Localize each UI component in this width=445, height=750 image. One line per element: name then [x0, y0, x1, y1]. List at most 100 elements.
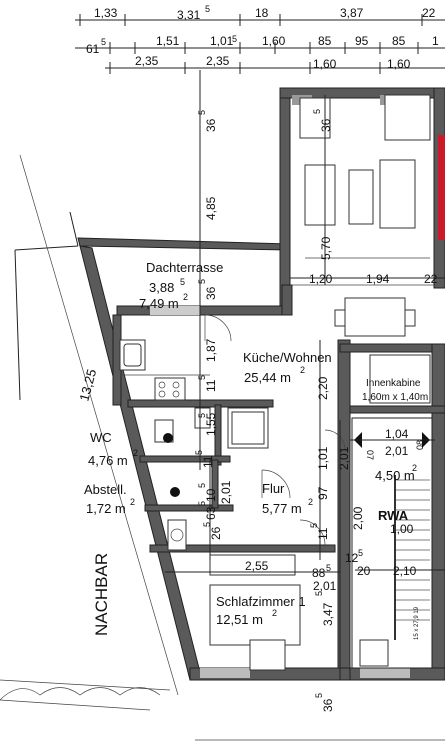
dim-1-20: 1,20 [309, 272, 333, 286]
storage-area-sup: 2 [130, 497, 135, 507]
dim-1-04: 1,04 [385, 427, 409, 441]
dim-2-10: 2,10 [393, 564, 417, 578]
dim-5-f: 5 [194, 450, 204, 455]
terrace-area-sup: 2 [183, 292, 188, 302]
bedroom-label: Schlafzimmer 1 [216, 594, 306, 609]
dim-11-5-b: 11 [201, 455, 215, 468]
wc-area-sup: 2 [133, 448, 138, 458]
dim-5-m: 5 [314, 591, 324, 596]
dim-97: 97 [316, 486, 330, 500]
kitchen-area: 25,44 m [244, 370, 291, 385]
neighbor-label: NACHBAR [92, 553, 111, 636]
dim-2-01-a: 2,01 [385, 444, 409, 458]
dim-36-5-a: 36 [204, 118, 218, 132]
dim-10-5: 10 [204, 488, 218, 502]
storage-area: 1,72 m [86, 501, 126, 516]
hall-area-sup: 2 [308, 497, 313, 507]
dim-r2-7: 85 [318, 34, 332, 48]
dim-r1-3: 5 [205, 4, 210, 14]
dim-1-55: 1,55 [204, 412, 218, 436]
terrace-dimension-sup: 5 [180, 277, 185, 287]
stair-note: 15 x 27,9 19 [414, 606, 420, 640]
dim-2-55: 2,55 [245, 559, 269, 573]
dim-r3-2: 2,35 [206, 54, 230, 68]
dim-2-20: 2,20 [316, 376, 330, 400]
bedroom-area: 12,51 m [216, 612, 263, 627]
dim-88: 88 [312, 566, 326, 580]
dim-r2-10: 1 [432, 34, 439, 48]
dim-36-5-d: 36 [321, 698, 335, 712]
cabin-label: Innenkabine [366, 378, 421, 389]
dim-r1-1: 1,33 [94, 6, 118, 20]
dim-r1-5: 3,87 [340, 6, 364, 20]
dim-2-00: 2,00 [351, 506, 365, 530]
dim-5-i: 5 [309, 523, 319, 528]
stairwell [351, 354, 433, 669]
dim-r2-1: 61 [86, 42, 100, 56]
dim-3-47: 3,47 [321, 602, 335, 626]
dim-1-00: 1,00 [390, 522, 414, 536]
dim-22: 22 [424, 272, 438, 286]
dim-2-01-c: 2,01 [219, 480, 233, 504]
dim-63: 63 [204, 506, 218, 520]
dim-5-b: 5 [312, 109, 322, 114]
inner-dimension-texts: 36 5 36 5 4,85 5,70 1,20 1,94 22 36 5 1,… [76, 109, 437, 712]
hall-label: Flur [262, 481, 285, 496]
terrace-label: Dachterrasse [146, 260, 223, 275]
dim-r1-2: 3,31 [177, 8, 201, 22]
top-dimension-lines: 1,33 3,31 5 18 3,87 22 61 5 1,51 1,01 5 … [75, 4, 445, 74]
dim-5-e: 5 [197, 413, 207, 418]
dim-5-n: 5 [314, 693, 324, 698]
dim-11-5-c: 11 [316, 527, 330, 540]
stair-area: 4,50 m [375, 468, 415, 483]
dim-08: 08 [415, 440, 425, 450]
dim-36-5-b: 36 [319, 118, 333, 132]
terrace-area: 7,49 m [139, 296, 179, 311]
dim-36-5-c: 36 [204, 286, 218, 300]
bedroom-furniture [209, 554, 301, 671]
dim-r3-4: 1,60 [387, 57, 411, 71]
wc-fixtures [154, 407, 269, 551]
dim-r2-2: 5 [101, 37, 106, 47]
doors [204, 314, 346, 546]
dim-5-k: 5 [326, 563, 331, 573]
dim-5-g: 5 [197, 483, 207, 488]
dim-5-h: 5 [197, 501, 207, 506]
dim-1-94: 1,94 [366, 272, 390, 286]
living-furniture [292, 94, 434, 337]
dim-5-j: 5 [202, 522, 212, 527]
terrace-dimension: 3,88 [149, 280, 174, 295]
dim-r1-4: 18 [255, 6, 269, 20]
hall-area: 5,77 m [262, 501, 302, 516]
dim-r2-6: 1,60 [262, 34, 286, 48]
dim-r2-4: 1,01 [210, 34, 234, 48]
dim-2-01-d: 2,01 [313, 579, 337, 593]
dim-r1-6: 22 [422, 6, 436, 20]
dim-5-d: 5 [197, 375, 207, 380]
rwa-label: RWA [378, 508, 409, 523]
room-labels: Dachterrasse 3,88 5 7,49 m 2 Küche/Wohne… [84, 260, 428, 640]
neighbor-structure [0, 154, 445, 741]
dim-5-70: 5,70 [319, 236, 333, 260]
inner-dimension-lines [165, 70, 445, 680]
kitchen-fixtures [119, 339, 210, 401]
dim-26-5: 26 [209, 526, 223, 540]
dim-r3-3: 1,60 [313, 57, 337, 71]
dim-4-85: 4,85 [204, 196, 218, 220]
dim-r3-1: 2,35 [135, 54, 159, 68]
dim-5-c: 5 [197, 279, 207, 284]
dim-1-87: 1,87 [204, 338, 218, 362]
dim-1-01: 1,01 [316, 446, 330, 470]
bedroom-area-sup: 2 [272, 608, 277, 618]
kitchen-label: Küche/Wohnen [243, 350, 332, 365]
dim-12-5: 12 [345, 551, 359, 565]
dim-r2-3: 1,51 [156, 34, 180, 48]
dim-5-a: 5 [197, 110, 207, 115]
dim-20: 20 [357, 564, 371, 578]
wc-area: 4,76 m [88, 453, 128, 468]
dim-r2-8: 95 [355, 34, 369, 48]
dim-11-5: 11 [204, 379, 218, 392]
wc-label: WC [90, 430, 112, 445]
dim-2-01-b: 2,01 [337, 446, 351, 470]
